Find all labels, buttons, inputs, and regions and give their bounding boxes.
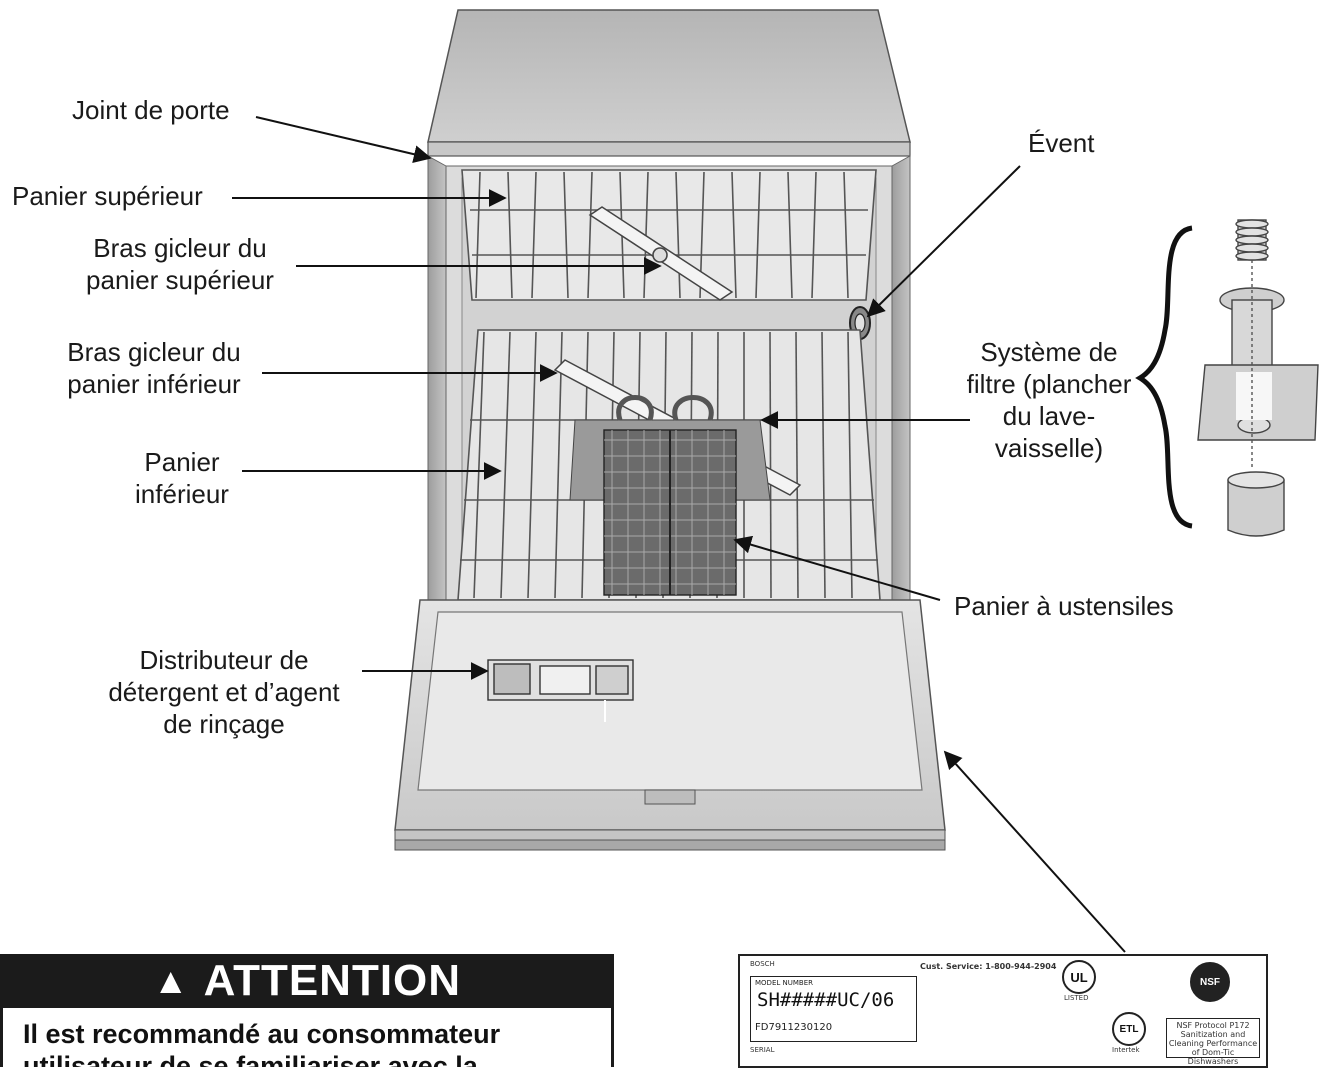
callout-lines xyxy=(232,116,1126,953)
rack-wire xyxy=(500,331,511,599)
plate-listed: LISTED xyxy=(1064,994,1089,1002)
label-bras-gicleur-superieur: Bras gicleur du panier supérieur xyxy=(86,233,274,295)
plate-top-left: BOSCH xyxy=(750,960,775,968)
label-bras-gicleur-inferieur: Bras gicleur du panier inférieur xyxy=(67,337,241,399)
rack-wire xyxy=(731,171,737,299)
utensil-basket xyxy=(603,395,737,596)
rack-wire xyxy=(473,331,485,599)
label-panier-inferieur: Panier inférieur xyxy=(135,447,229,509)
plate-model-number: SH#####UC/06 xyxy=(757,989,895,1011)
label-panier-a-ustensiles: Panier à ustensiles xyxy=(954,591,1174,621)
filter-ring xyxy=(1235,243,1269,253)
plate-serial-number: FD7911230120 xyxy=(755,1022,833,1033)
rack-wire xyxy=(587,171,593,299)
rack-wire xyxy=(527,331,537,599)
filter-ring xyxy=(1235,235,1269,245)
attention-header: ▲ ATTENTION xyxy=(0,954,614,1008)
plate-bottom-left: SERIAL xyxy=(750,1046,775,1054)
plate-service: Cust. Service: 1-800-944-2904 xyxy=(920,962,1057,971)
filter-ring xyxy=(1235,219,1269,229)
upper-rack xyxy=(461,169,877,301)
label-event: Évent xyxy=(1028,128,1095,158)
ul-logo-icon: UL xyxy=(1062,960,1096,994)
rack-wire xyxy=(531,171,537,299)
door xyxy=(394,599,946,851)
label-panier-superieur: Panier supérieur xyxy=(12,181,203,211)
rack-wire xyxy=(507,171,513,299)
rating-plate: BOSCH MODEL NUMBER SH#####UC/06 FD791123… xyxy=(738,954,1268,1068)
filter-ring xyxy=(1235,227,1269,237)
rack-wire xyxy=(811,171,817,299)
plate-model-box: MODEL NUMBER SH#####UC/06 FD7911230120 xyxy=(750,976,917,1042)
label-systeme-de-filtre: Système de filtre (plancher du lave- vai… xyxy=(966,337,1132,463)
rack-wire xyxy=(787,171,793,299)
rack-wire xyxy=(675,171,681,299)
rack-wire xyxy=(795,331,799,599)
attention-title: ATTENTION xyxy=(203,956,462,1005)
plate-model-label: MODEL NUMBER xyxy=(755,979,813,987)
rack-wire xyxy=(755,171,761,299)
plate-nsf-box: NSF Protocol P172 Sanitization and Clean… xyxy=(1166,1018,1260,1066)
rack-wire xyxy=(475,171,481,299)
plate-intertek: Intertek xyxy=(1112,1046,1140,1054)
detergent-dispenser xyxy=(487,659,634,722)
rack-wire xyxy=(843,171,849,299)
warning-triangle-icon: ▲ xyxy=(152,960,190,1001)
attention-body: Il est recommandé au consommateur utilis… xyxy=(0,1008,614,1067)
etl-logo-icon: ETL xyxy=(1112,1012,1146,1046)
rack-wire xyxy=(563,171,569,299)
label-distributeur: Distributeur de détergent et d’agent de … xyxy=(108,645,340,739)
rack-wire xyxy=(821,331,826,599)
filter-system-illustration xyxy=(1135,219,1319,537)
rack-wire xyxy=(769,331,772,599)
attention-box: ▲ ATTENTION Il est recommandé au consomm… xyxy=(0,954,614,1067)
label-joint-de-porte: Joint de porte xyxy=(72,95,230,125)
filter-ring xyxy=(1235,251,1269,261)
rack-wire xyxy=(554,331,563,599)
nsf-logo-icon: NSF xyxy=(1190,962,1230,1002)
rack-wire xyxy=(847,331,853,599)
